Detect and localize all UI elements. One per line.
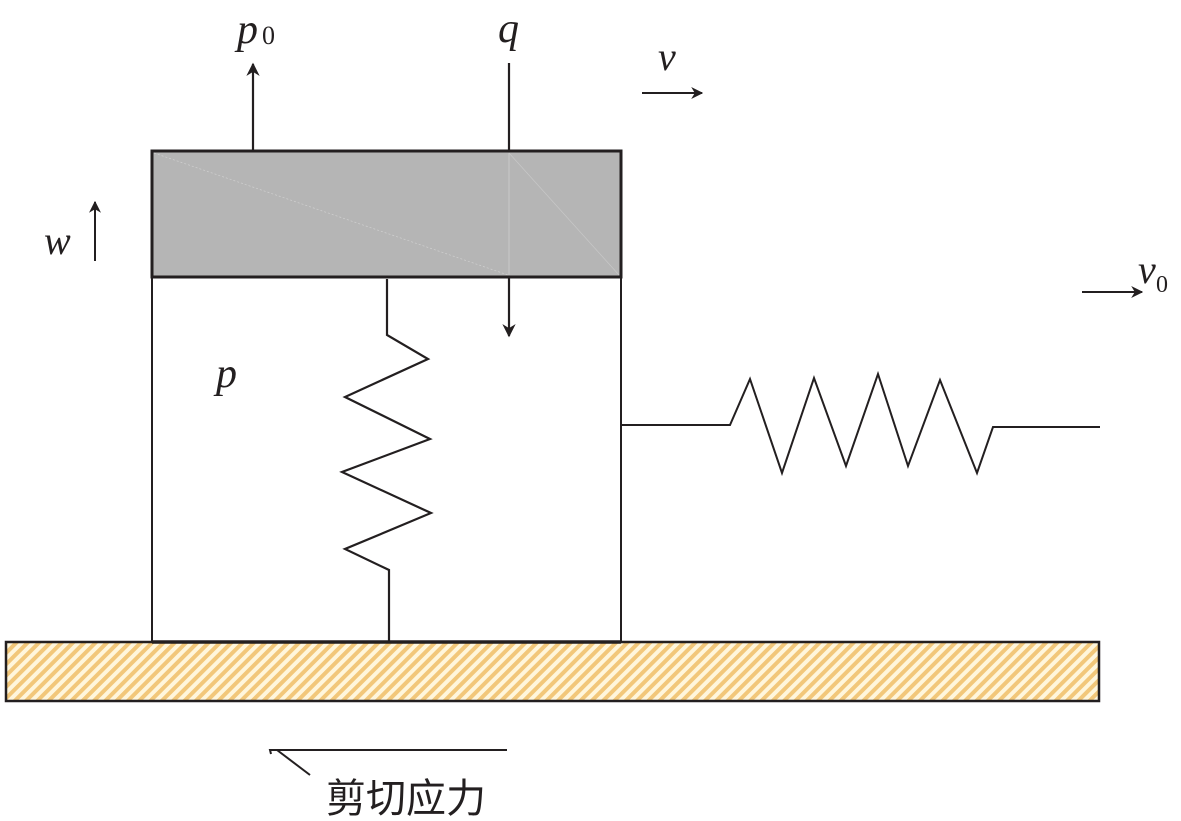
top-plate — [150, 149, 623, 279]
v0-label: v — [1138, 247, 1156, 292]
shear-stress-label: 剪切应力 — [326, 776, 486, 821]
q-label: q — [498, 6, 519, 52]
plate-diagonal-1 — [153, 152, 509, 276]
p-label: p — [213, 351, 237, 397]
p0-label: p — [234, 7, 258, 53]
soil-body-box — [151, 276, 622, 643]
p0-subscript: 0 — [262, 21, 275, 50]
w-label: w — [44, 218, 71, 263]
ground-base — [4, 640, 1101, 703]
shear-stress-tick — [276, 749, 311, 776]
horizontal-spring — [621, 370, 1100, 477]
plate-diagonal-2 — [508, 152, 620, 276]
vertical-spring — [339, 279, 434, 642]
v0-subscript: 0 — [1156, 272, 1168, 298]
shear-stress-symbol — [268, 749, 507, 755]
v-label: v — [658, 34, 676, 79]
